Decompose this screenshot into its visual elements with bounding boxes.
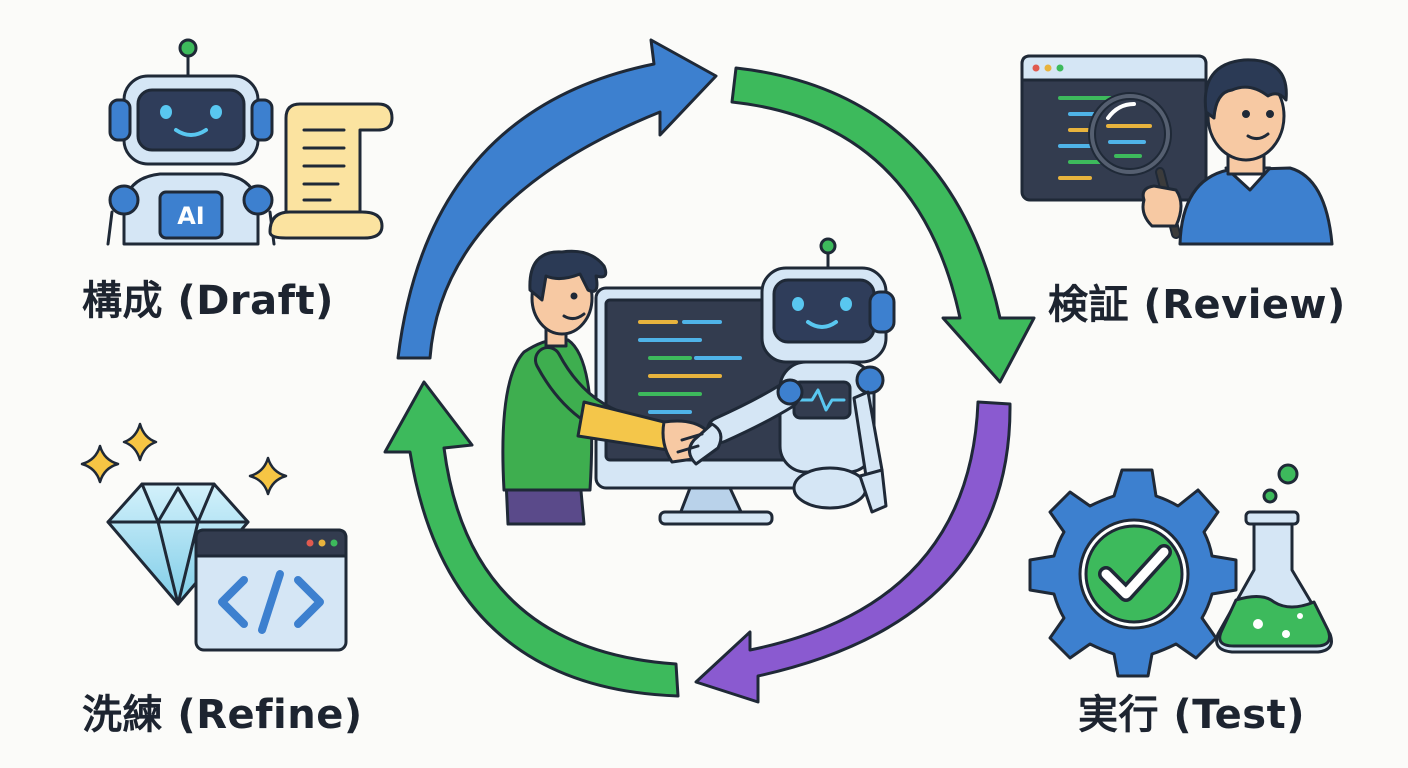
scroll-icon xyxy=(268,102,394,240)
gear-check-icon xyxy=(1028,468,1238,678)
arrow-review-to-test xyxy=(730,66,1036,384)
arrow-draft-to-review xyxy=(396,38,718,360)
flask-icon xyxy=(1215,463,1333,654)
person-icon xyxy=(501,249,674,526)
label-test: 実行 (Test) xyxy=(1078,692,1306,738)
center-illustration xyxy=(501,237,896,526)
ai-badge-text: AI xyxy=(177,202,205,230)
handshake-icon xyxy=(661,419,723,466)
refine-code-window-icon xyxy=(194,528,348,652)
sparkle-icon xyxy=(80,422,288,496)
label-review: 検証 (Review) xyxy=(1048,282,1346,328)
label-refine: 洗練 (Refine) xyxy=(82,692,363,738)
magnifier-icon xyxy=(1088,92,1183,239)
arrow-refine-to-draft xyxy=(383,380,680,698)
draft-robot-icon xyxy=(106,38,276,246)
label-draft: 構成 (Draft) xyxy=(82,278,334,324)
center-robot-icon xyxy=(706,237,896,514)
reviewer-person-icon xyxy=(1178,58,1334,246)
arrow-test-to-refine xyxy=(694,400,1012,704)
